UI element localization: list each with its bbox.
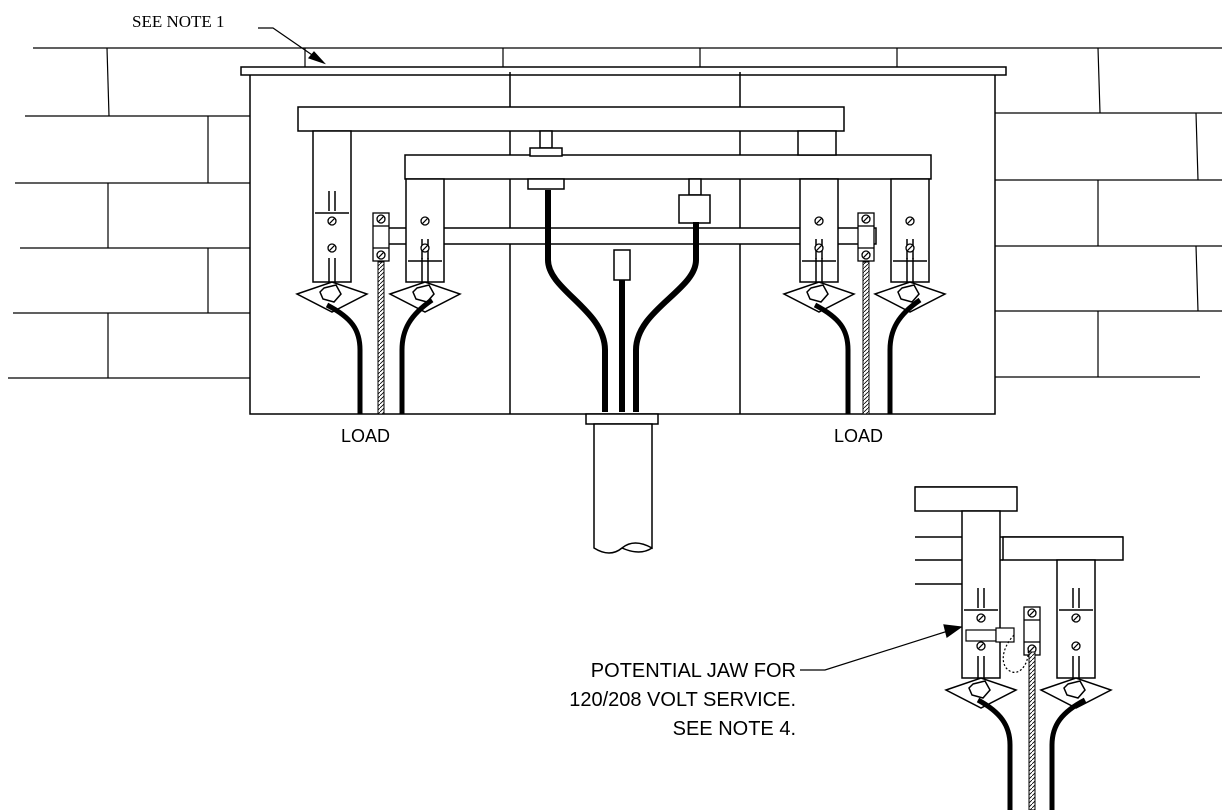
load-label-left: LOAD (341, 426, 390, 446)
neutral-wires (377, 261, 870, 415)
detail-view (914, 486, 1124, 585)
load-cables (325, 297, 922, 414)
potential-jaw-label-line3: SEE NOTE 4. (673, 718, 796, 740)
detail-jaw-left (944, 510, 1018, 709)
neutral-insulator (613, 249, 631, 281)
service-conduit (585, 413, 659, 554)
feeder-connector (678, 194, 711, 224)
potential-jaw-label-line2: 120/208 VOLT SERVICE. (569, 689, 796, 711)
bus-bars (297, 106, 932, 281)
meter-jaws (295, 130, 947, 313)
neutral-terminals (372, 212, 875, 262)
neutral-terminal-left (372, 212, 390, 262)
brick-wall (8, 47, 1222, 379)
potential-jaw (965, 627, 1029, 673)
service-cables (545, 190, 699, 412)
detail-neutral-terminal (1023, 606, 1041, 656)
meter-jaw-left-1 (295, 130, 369, 313)
see-note-1-label: SEE NOTE 1 (132, 12, 225, 31)
neutral-clamp (529, 147, 563, 157)
meter-jaw-right-2 (873, 178, 947, 313)
upper-bus-bar (297, 106, 845, 132)
meter-jaw-left-2 (388, 178, 462, 313)
detail-cables (976, 697, 1087, 810)
cover-flange (240, 66, 1007, 76)
load-label-right: LOAD (834, 426, 883, 446)
neutral-terminal-right (857, 212, 875, 262)
detail-jaws (944, 510, 1113, 709)
detail-jaw-right (1039, 559, 1113, 709)
meter-jaw-right-1 (782, 178, 856, 313)
potential-jaw-label-line1: POTENTIAL JAW FOR (591, 660, 796, 682)
detail-neutral-wire (1028, 651, 1036, 810)
lower-bus-bar (404, 154, 932, 180)
leader-lines (258, 27, 963, 671)
